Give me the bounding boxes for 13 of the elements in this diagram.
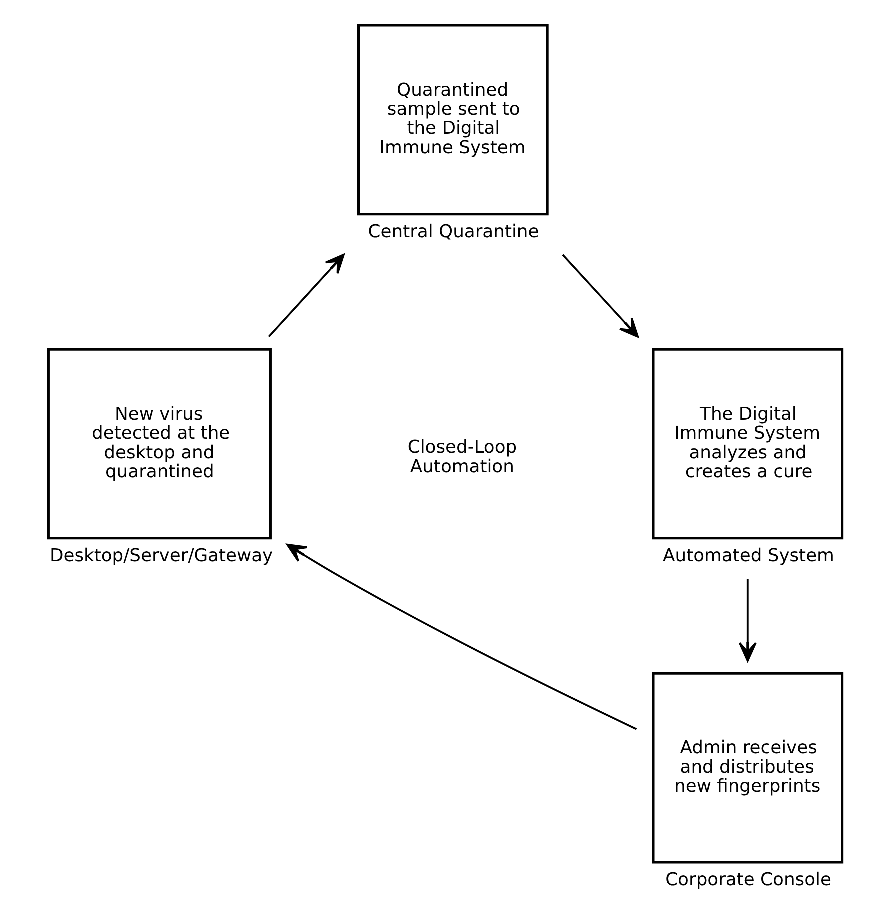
node-box: The Digital Immune System analyzes and creates a cure <box>652 348 844 540</box>
arrow <box>268 254 345 338</box>
arrow <box>286 544 638 730</box>
node-box: New virus detected at the desktop and quarantined <box>47 348 272 540</box>
arrow <box>738 579 757 662</box>
arrow <box>562 254 639 338</box>
node-label: Corporate Console <box>666 870 832 891</box>
node-label: Automated System <box>663 546 834 567</box>
node-box: Admin receives and distributes new fingerprints <box>652 672 844 864</box>
node-label: Desktop/Server/Gateway <box>50 546 274 567</box>
node-label: Central Quarantine <box>368 222 540 243</box>
label: Closed-Loop Automation <box>408 437 518 478</box>
node-box: Quarantined sample sent to the Digital Immune System <box>357 24 549 216</box>
